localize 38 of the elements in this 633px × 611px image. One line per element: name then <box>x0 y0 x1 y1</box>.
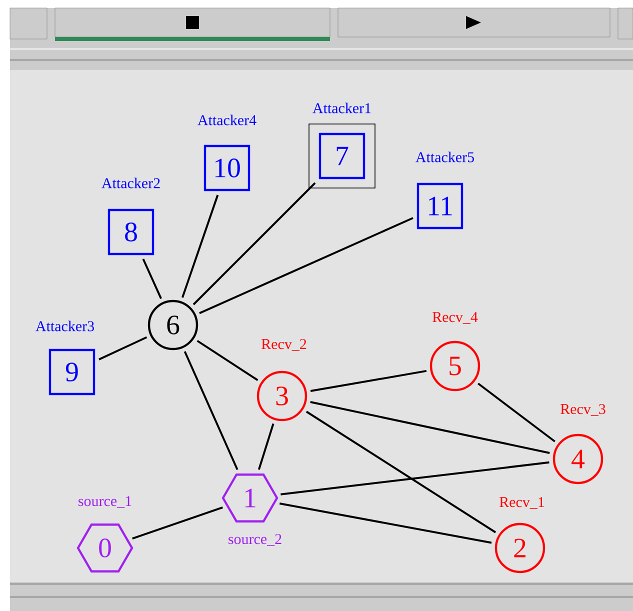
circle-node: 2 <box>494 522 546 574</box>
circle-node: 5 <box>430 340 480 392</box>
node-label: Recv_1 <box>500 497 544 509</box>
node-label: Recv_2 <box>262 339 306 351</box>
link-line <box>280 461 550 496</box>
node-label: Attacker3 <box>36 320 94 332</box>
square-node: 7 <box>308 124 376 188</box>
node-label: Attacker1 <box>312 102 371 114</box>
link-line <box>306 410 496 534</box>
node-label: Recv_3 <box>560 404 606 416</box>
hexagon-node: 0 <box>76 524 134 572</box>
link-line <box>192 182 316 306</box>
link-line <box>199 217 414 314</box>
link-line <box>181 194 219 298</box>
link-line <box>184 351 238 470</box>
link-line <box>258 423 274 470</box>
link-line <box>196 340 258 381</box>
square-node: 11 <box>416 182 464 230</box>
node-label: source_2 <box>228 534 282 546</box>
hexagon-node: 1 <box>222 474 278 522</box>
square-node: 8 <box>108 208 154 256</box>
node-label: Attacker2 <box>102 178 160 188</box>
node-label: source_1 <box>78 496 132 508</box>
link-line <box>142 258 162 299</box>
node-label: Attacker4 <box>198 114 256 126</box>
square-node: 10 <box>204 144 250 192</box>
link-line <box>310 370 427 392</box>
link-line <box>132 506 223 540</box>
node-label: Recv_4 <box>432 312 478 324</box>
circle-node: 3 <box>256 370 308 422</box>
link-line <box>310 401 550 454</box>
square-node: 9 <box>48 348 96 396</box>
circle-node: 4 <box>552 434 604 484</box>
link-line <box>279 502 492 544</box>
link-line <box>478 382 556 442</box>
link-line <box>98 336 148 360</box>
node-label: Attacker5 <box>416 152 474 162</box>
circle-node: 6 <box>148 300 198 350</box>
